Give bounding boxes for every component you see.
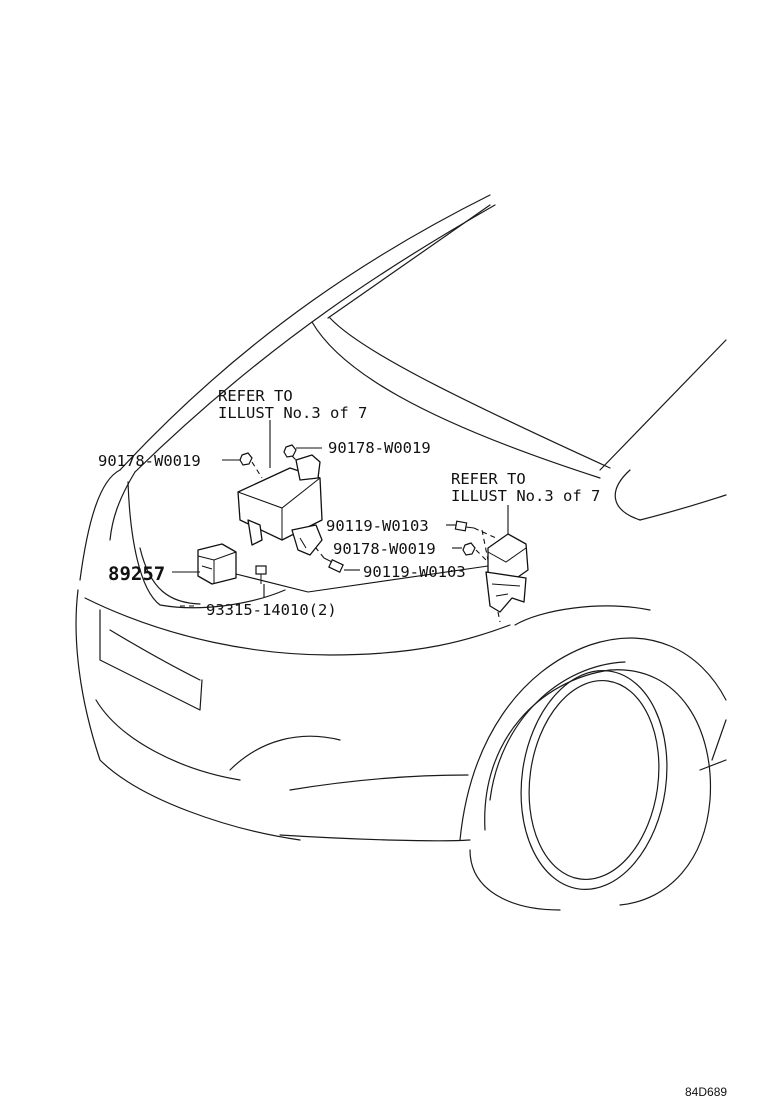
part-number-90119-upper: 90119-W0103 <box>326 517 429 535</box>
part-number-90178-right: 90178-W0019 <box>333 540 436 558</box>
fasteners <box>239 444 476 584</box>
leader-lines <box>172 420 509 623</box>
part-number-90119-lower: 90119-W0103 <box>363 563 466 581</box>
refer-right-line2: ILLUST No.3 of 7 <box>451 487 600 505</box>
refer-left-line1: REFER TO <box>218 387 293 405</box>
control-unit-center <box>237 454 323 556</box>
part-number-90178-left: 90178-W0019 <box>98 452 201 470</box>
right-bracket-unit <box>485 533 529 613</box>
refer-right-line1: REFER TO <box>451 470 526 488</box>
car-body-outline <box>75 194 727 911</box>
part-number-89257: 89257 <box>108 563 165 585</box>
part-number-90178-top: 90178-W0019 <box>328 439 431 457</box>
refer-left-line2: ILLUST No.3 of 7 <box>218 404 367 422</box>
part-number-93315: 93315-14010(2) <box>206 601 337 619</box>
sensor-module-89257 <box>197 543 237 585</box>
illustration-code: 84D689 <box>685 1085 727 1099</box>
